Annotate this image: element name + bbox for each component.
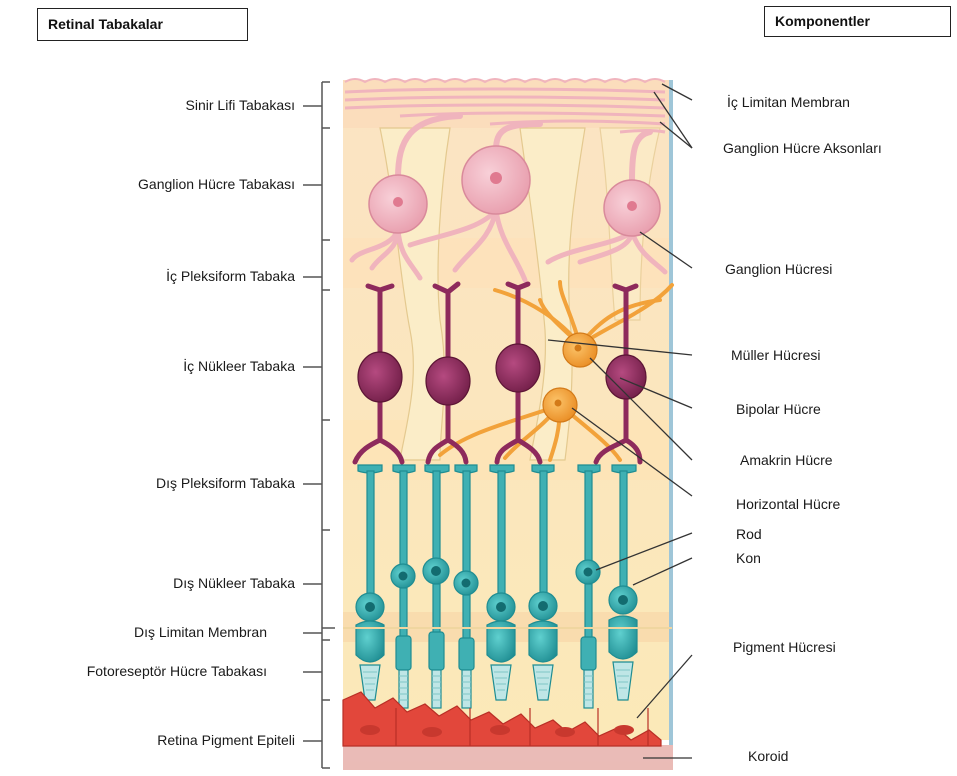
- layer-label-photoreceptor: Fotoreseptör Hücre Tabakası: [0, 663, 267, 679]
- left-bracket: [303, 82, 335, 768]
- component-label-amacrine-cell: Amakrin Hücre: [740, 452, 833, 468]
- component-label-cone: Kon: [736, 550, 761, 566]
- layer-label-ganglion-cell: Ganglion Hücre Tabakası: [0, 176, 295, 192]
- component-label-ganglion-cell: Ganglion Hücresi: [725, 261, 832, 277]
- component-label-inner-limiting-membrane: İç Limitan Membran: [727, 94, 850, 110]
- layer-label-outer-plexiform: Dış Pleksiform Tabaka: [0, 475, 295, 491]
- layer-label-inner-plexiform: İç Pleksiform Tabaka: [0, 268, 295, 284]
- choroid-band: [343, 745, 673, 770]
- layer-label-outer-nuclear: Dış Nükleer Tabaka: [0, 575, 295, 591]
- layer-label-outer-limiting-membrane: Dış Limitan Membran: [0, 624, 267, 640]
- layer-label-pigment-epithelium: Retina Pigment Epiteli: [0, 732, 295, 748]
- component-label-ganglion-axons: Ganglion Hücre Aksonları: [723, 140, 882, 156]
- component-label-horizontal-cell: Horizontal Hücre: [736, 496, 840, 512]
- component-label-bipolar-cell: Bipolar Hücre: [736, 401, 821, 417]
- layer-label-inner-nuclear: İç Nükleer Tabaka: [0, 358, 295, 374]
- component-label-pigment-cell: Pigment Hücresi: [733, 639, 836, 655]
- layer-label-nerve-fiber: Sinir Lifi Tabakası: [0, 97, 295, 113]
- component-label-rod: Rod: [736, 526, 762, 542]
- component-label-muller-cell: Müller Hücresi: [731, 347, 820, 363]
- component-label-choroid: Koroid: [748, 748, 788, 764]
